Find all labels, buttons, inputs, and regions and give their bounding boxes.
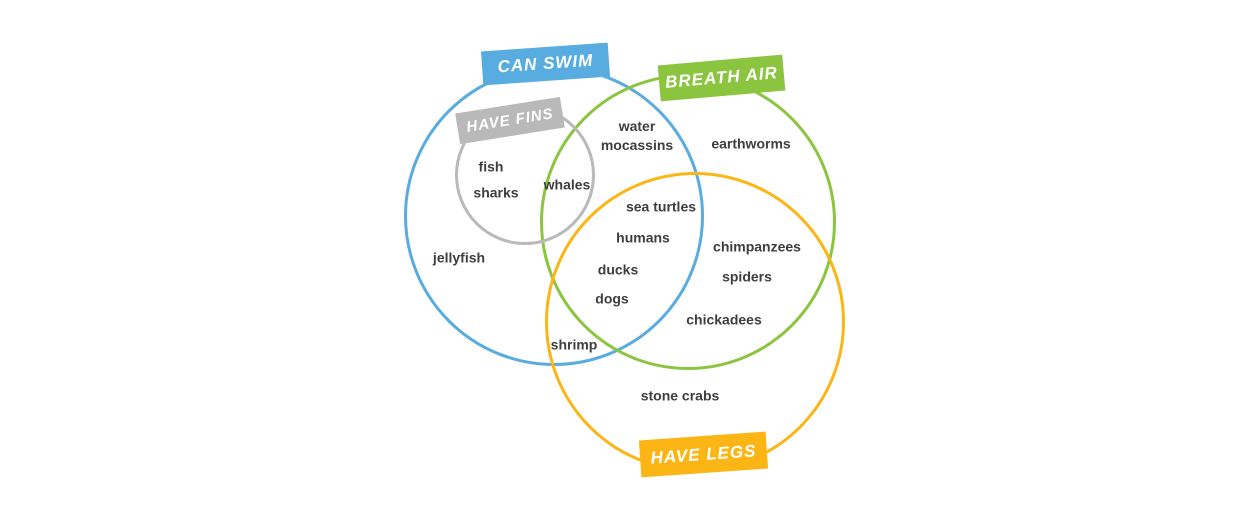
item-fish: fish (478, 158, 504, 175)
item-stone-crabs: stone crabs (640, 387, 720, 404)
item-humans: humans (616, 229, 670, 246)
item-earthworms: earthworms (711, 135, 791, 152)
item-dogs: dogs (595, 290, 629, 307)
item-spiders: spiders (722, 268, 772, 285)
have-legs-label: HAVE LEGS (638, 431, 769, 478)
item-chickadees: chickadees (686, 311, 762, 328)
item-whales: whales (543, 176, 591, 193)
breath-air-label: BREATH AIR (657, 54, 786, 102)
item-sea-turtles: sea turtles (625, 198, 697, 215)
item-sharks: sharks (473, 184, 519, 201)
item-ducks: ducks (597, 261, 639, 278)
item-jellyfish: jellyfish (432, 249, 486, 266)
item-water-mocassins: water mocassins (600, 118, 674, 153)
item-shrimp: shrimp (550, 336, 598, 353)
item-chimpanzees: chimpanzees (713, 238, 801, 255)
